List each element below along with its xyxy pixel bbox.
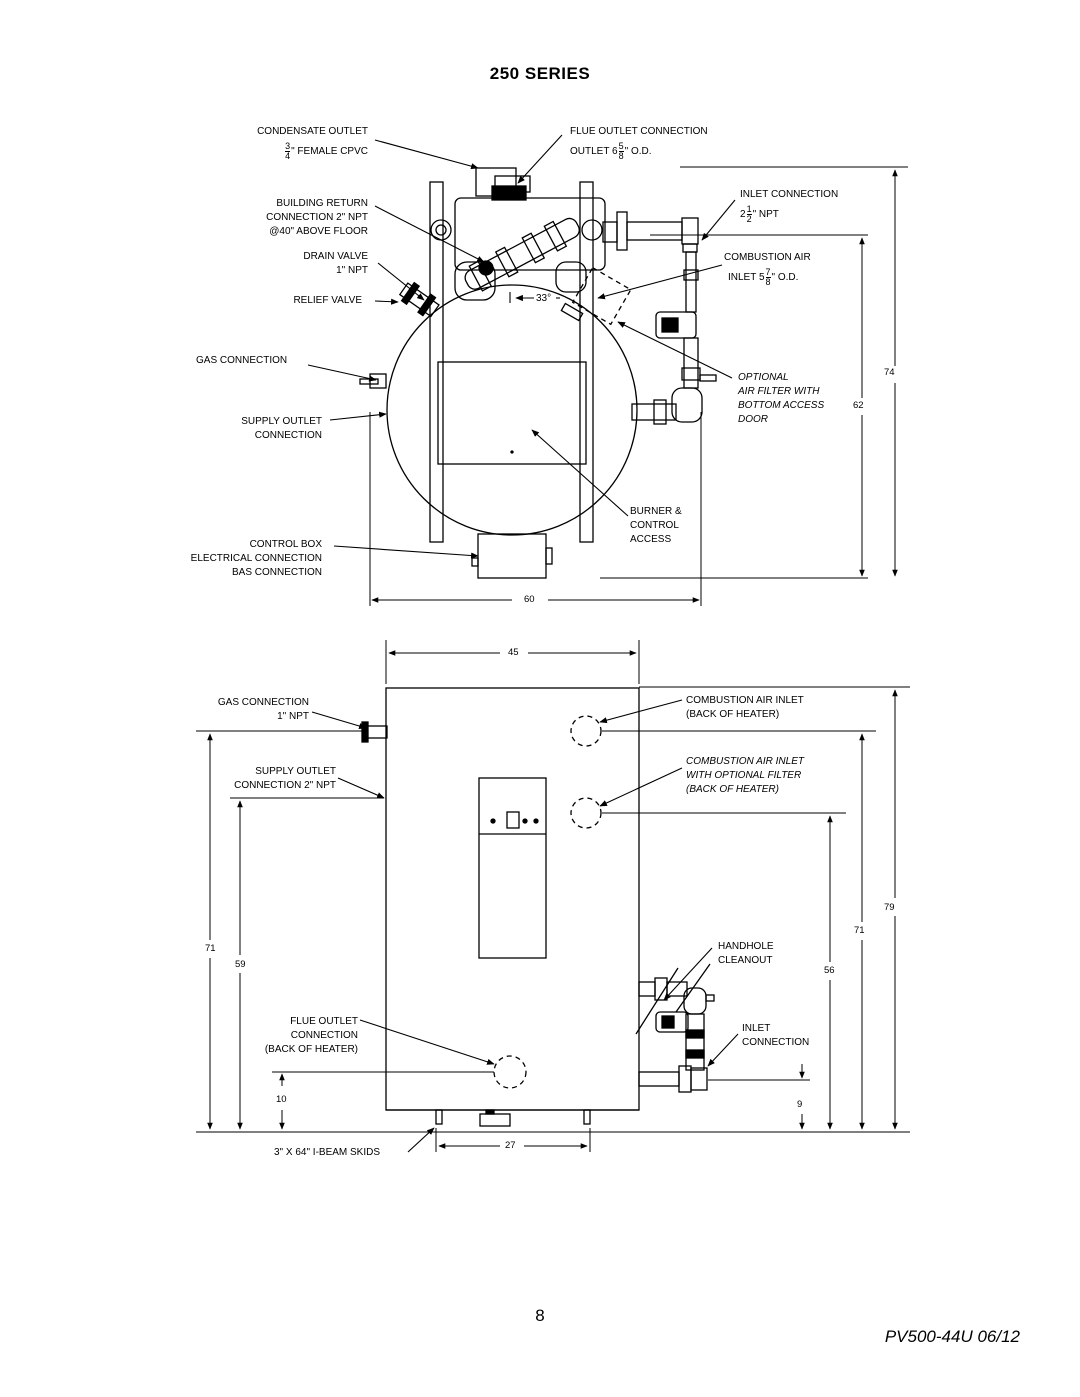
top-height-overall-dimension: 74	[884, 367, 895, 378]
control-box-label-3: BAS CONNECTION	[231, 567, 322, 578]
optional-filter-label-1: OPTIONAL	[738, 372, 789, 383]
optional-filter-label-3: BOTTOM ACCESS	[738, 400, 825, 411]
fraction-denominator: 8	[618, 151, 624, 161]
flue-outlet-size-prefix: OUTLET 6	[570, 146, 618, 158]
fraction-denominator: 8	[765, 277, 771, 287]
building-return-label-3: @40" ABOVE FLOOR	[269, 226, 368, 237]
combustion-air-size-suffix: " O.D.	[771, 272, 799, 284]
front-width-dimension: 45	[508, 647, 519, 658]
inlet-size-suffix: " NPT	[752, 209, 779, 221]
building-return-label-2: CONNECTION 2" NPT	[266, 212, 368, 223]
front-inlet-label-2: CONNECTION	[742, 1037, 810, 1048]
front-supply-outlet-label-1: SUPPLY OUTLET	[255, 766, 336, 777]
relief-valve-label: RELIEF VALVE	[293, 295, 362, 306]
fraction-numerator: 3	[285, 141, 291, 152]
fraction-numerator: 5	[618, 141, 624, 152]
drain-valve-label-2: 1" NPT	[336, 265, 368, 276]
optional-filter-label-2: AIR FILTER WITH	[738, 386, 820, 397]
handhole-label-1: HANDHOLE	[718, 941, 774, 952]
top-view-dimensions	[369, 166, 908, 606]
document-code: PV500-44U 06/12	[884, 1327, 1020, 1346]
front-flue-outlet-label-3: (BACK OF HEATER)	[264, 1044, 358, 1055]
top-width-dimension: 60	[524, 594, 535, 605]
skid-width-dimension: 27	[505, 1140, 516, 1151]
combustion-air-size-prefix: INLET 5	[728, 272, 765, 284]
fraction-denominator: 4	[285, 151, 291, 161]
combustion-air-label: COMBUSTION AIR	[724, 252, 811, 263]
inlet-size-prefix: 2	[740, 209, 746, 221]
right-71-dimension: 71	[854, 925, 865, 936]
combustion-air-inlet-label-1: COMBUSTION AIR INLET	[686, 695, 804, 706]
combustion-filter-label-3: (BACK OF HEATER)	[686, 784, 779, 795]
drain-valve-label-1: DRAIN VALVE	[303, 251, 368, 262]
fraction-numerator: 7	[765, 267, 771, 278]
front-gas-connection-label-2: 1" NPT	[277, 711, 309, 722]
front-flue-outlet-label-2: CONNECTION	[290, 1030, 358, 1041]
burner-access-label-2: CONTROL	[630, 520, 679, 531]
control-box-label-2: ELECTRICAL CONNECTION	[190, 553, 322, 564]
front-supply-outlet-label-2: CONNECTION 2" NPT	[234, 780, 336, 791]
front-view-heater	[361, 687, 715, 1127]
right-9-dimension: 9	[797, 1099, 803, 1110]
right-79-dimension: 79	[884, 902, 895, 913]
fraction-numerator: 1	[746, 204, 752, 215]
page-number: 8	[535, 1306, 545, 1325]
burner-access-label-3: ACCESS	[630, 534, 672, 545]
control-box-label-1: CONTROL BOX	[249, 539, 322, 550]
handhole-label-2: CLEANOUT	[718, 955, 773, 966]
front-flue-outlet-label-1: FLUE OUTLET	[290, 1016, 358, 1027]
flue-outlet-size-suffix: " O.D.	[624, 146, 652, 158]
top-view-heater	[359, 167, 717, 579]
combustion-filter-label-1: COMBUSTION AIR INLET	[686, 756, 804, 767]
burner-access-label-1: BURNER &	[630, 506, 682, 517]
front-gas-connection-label-1: GAS CONNECTION	[217, 697, 309, 708]
front-inlet-label-1: INLET	[742, 1023, 771, 1034]
fraction-denominator: 2	[746, 214, 752, 224]
skids-label: 3" X 64" I-BEAM SKIDS	[274, 1147, 381, 1158]
top-view-leaders	[307, 134, 736, 559]
left-10-dimension: 10	[276, 1094, 287, 1105]
inlet-connection-label: INLET CONNECTION	[740, 189, 839, 200]
combustion-filter-label-2: WITH OPTIONAL FILTER	[686, 770, 802, 781]
building-return-label-1: BUILDING RETURN	[276, 198, 368, 209]
page-title: 250 SERIES	[489, 64, 591, 83]
left-59-dimension: 59	[235, 959, 246, 970]
supply-outlet-label-1: SUPPLY OUTLET	[241, 416, 322, 427]
combustion-air-inlet-label-2: (BACK OF HEATER)	[686, 709, 780, 720]
front-view-leaders	[311, 699, 739, 1153]
angle-label: 33°	[536, 293, 552, 304]
left-71-dimension: 71	[205, 943, 216, 954]
optional-filter-label-4: DOOR	[738, 414, 768, 425]
supply-outlet-label-2: CONNECTION	[254, 430, 322, 441]
condensate-size-text: " FEMALE CPVC	[291, 146, 368, 158]
condensate-outlet-label: CONDENSATE OUTLET	[257, 126, 368, 137]
flue-outlet-label-1: FLUE OUTLET CONNECTION	[570, 126, 708, 137]
top-height-inner-dimension: 62	[853, 400, 864, 411]
front-view-dimensions	[196, 640, 910, 1152]
gas-connection-label: GAS CONNECTION	[196, 355, 288, 366]
right-56-dimension: 56	[824, 965, 835, 976]
